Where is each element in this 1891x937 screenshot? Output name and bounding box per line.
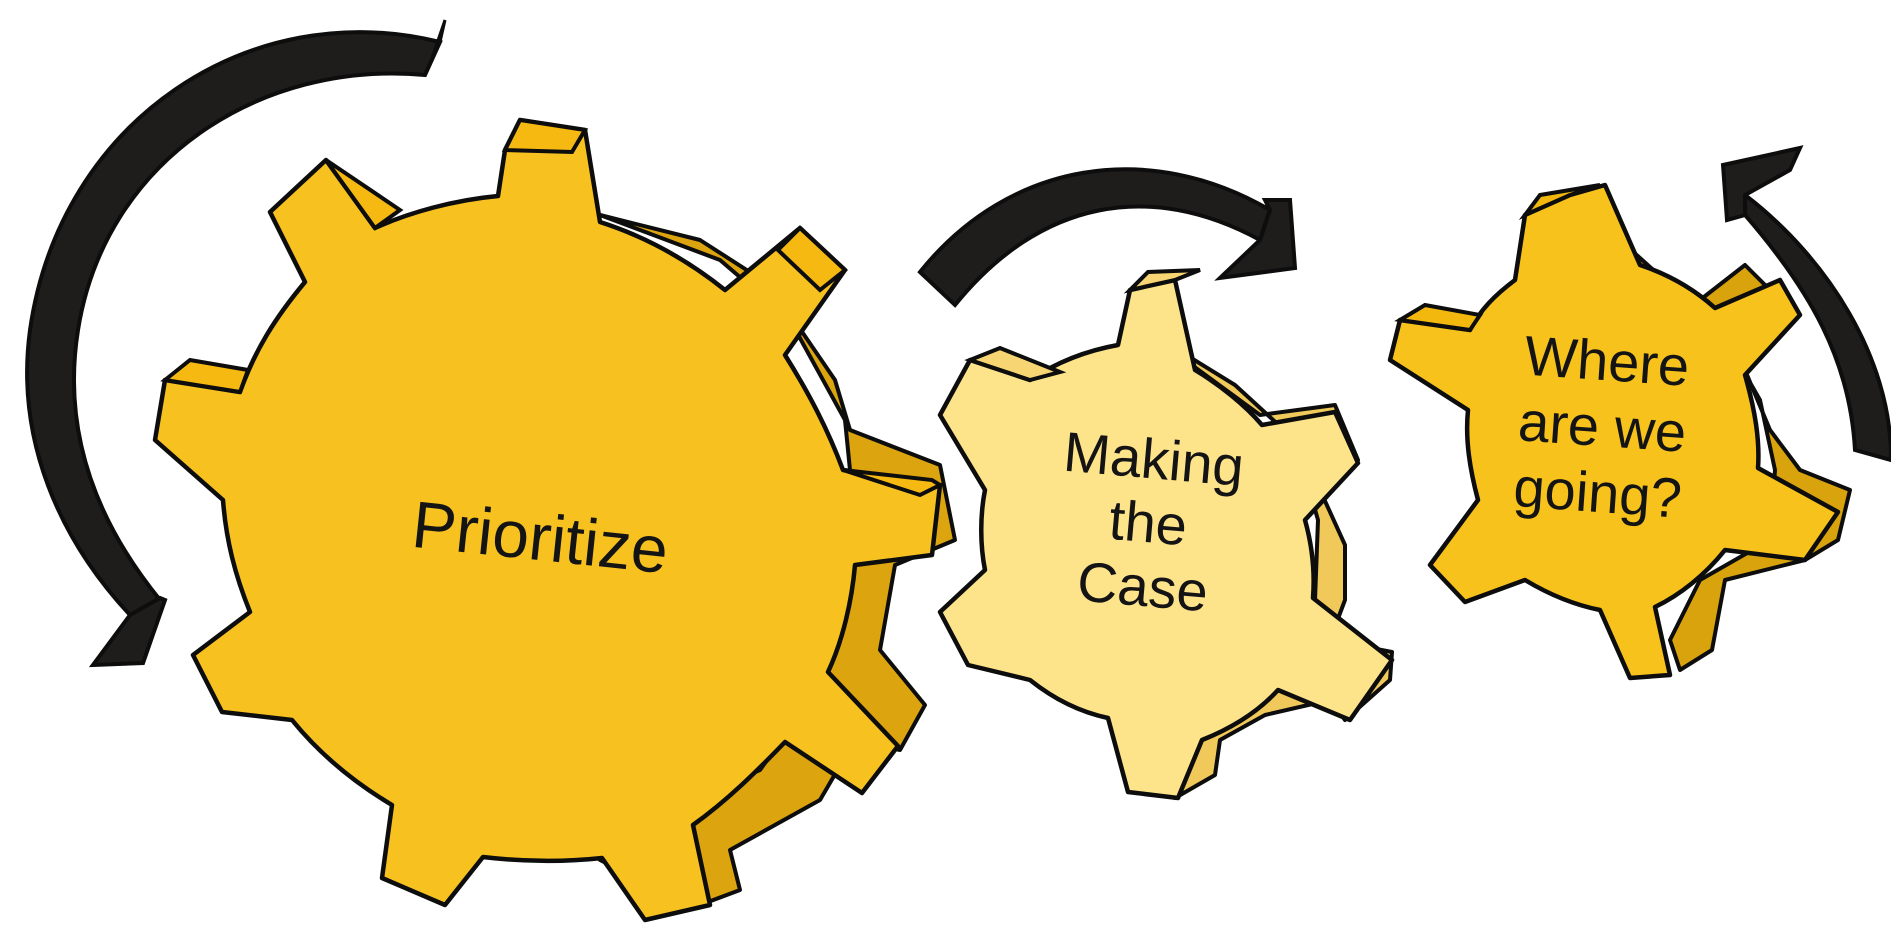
large-arrow — [25, 19, 447, 668]
gear-where-are-we-going-face — [1387, 182, 1841, 681]
gear-prioritize-tooth-left — [160, 357, 251, 395]
making-the-case-label-line: Case — [1075, 549, 1211, 623]
gear-making-the-case-face — [937, 277, 1395, 801]
middle-arrow-head — [1214, 198, 1298, 281]
where-are-we-going-label-line: are we — [1516, 389, 1688, 464]
gear-prioritize-tooth-right — [842, 468, 945, 498]
making-the-case-label-line: the — [1107, 488, 1190, 558]
where-are-we-going-label-line: going? — [1512, 455, 1684, 530]
gear-making-the-case-tooth-left — [964, 345, 1067, 383]
gear-prioritize-tooth-upper-left — [324, 158, 404, 231]
where-are-we-going-label-line: Where — [1522, 324, 1691, 398]
large-arrow-tail-face — [423, 19, 447, 76]
gear-where-are-we-going-tooth-top — [1518, 183, 1601, 220]
right-arrow — [1720, 145, 1891, 463]
gear-making-the-case-tooth-top — [1123, 268, 1201, 294]
gear-making-the-case-label: MakingtheCase — [1050, 420, 1246, 626]
gear-prioritize: Prioritize — [152, 117, 957, 923]
right-arrow-body — [1743, 190, 1891, 463]
gear-where-are-we-going-label: Whereare wegoing? — [1512, 323, 1693, 529]
gear-where-are-we-going: Whereare wegoing? — [1387, 182, 1852, 681]
large-arrow-head — [88, 595, 168, 668]
gear-prioritize-tooth-top — [501, 117, 589, 155]
middle-arrow-body — [917, 167, 1273, 308]
gear-prioritize-tooth-right-top — [775, 225, 849, 293]
gear-where-are-we-going-tooth-left — [1394, 302, 1484, 333]
middle-arrow — [917, 167, 1298, 308]
right-arrow-head — [1720, 145, 1804, 223]
gear-making-the-case: MakingtheCase — [937, 268, 1395, 801]
making-the-case-label-line: Making — [1061, 420, 1246, 498]
gear-prioritize-face — [152, 117, 943, 923]
